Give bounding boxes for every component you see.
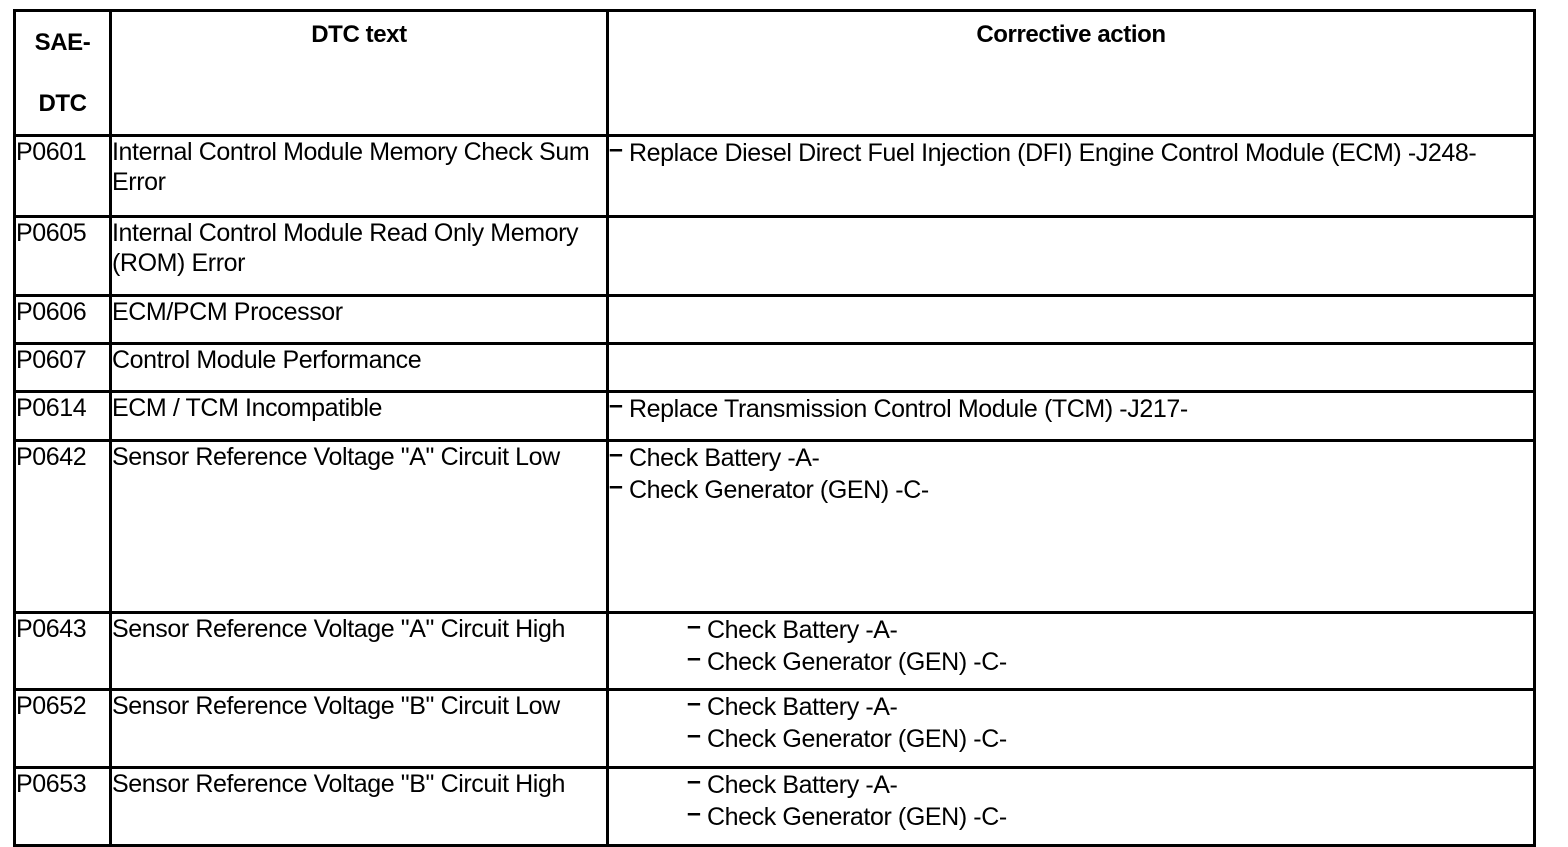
dtc-table: SAE- DTC DTC text Corrective action P0601… <box>13 9 1536 847</box>
action-item: –Check Battery -A- <box>687 614 1533 646</box>
dtc-code: P0643 <box>13 611 112 691</box>
dash-icon: – <box>687 767 701 795</box>
action-text: Check Battery -A- <box>707 771 898 799</box>
action-text: Check Generator (GEN) -C- <box>629 476 929 504</box>
dash-icon: – <box>609 391 623 419</box>
action-text: Check Battery -A- <box>707 693 898 721</box>
dtc-code: P0606 <box>13 294 112 345</box>
dtc-text: Control Module Performance <box>109 342 609 393</box>
header-sae-dtc-line2: DTC <box>38 90 87 117</box>
dtc-text: ECM/PCM Processor <box>109 294 609 345</box>
dtc-code: P0605 <box>13 215 112 297</box>
action-item: –Check Generator (GEN) -C- <box>687 723 1533 755</box>
dtc-code: P0601 <box>13 134 112 218</box>
dash-icon: – <box>687 799 701 827</box>
corrective-action: –Check Battery -A- –Check Generator (GEN… <box>606 766 1536 847</box>
header-sae-dtc-line1: SAE- <box>34 29 91 56</box>
table-row: P0653 Sensor Reference Voltage "B" Circu… <box>13 766 1536 847</box>
table-header: SAE- DTC DTC text Corrective action <box>13 9 1536 137</box>
corrective-action: –Check Battery -A- –Check Generator (GEN… <box>606 688 1536 769</box>
table-row: P0643 Sensor Reference Voltage "A" Circu… <box>13 611 1536 691</box>
dtc-code: P0652 <box>13 688 112 769</box>
action-item: –Check Generator (GEN) -C- <box>609 474 1533 506</box>
corrective-action <box>606 294 1536 345</box>
corrective-action <box>606 342 1536 393</box>
action-text: Check Generator (GEN) -C- <box>707 803 1007 831</box>
dtc-text: Internal Control Module Memory Check Sum… <box>109 134 609 218</box>
dash-icon: – <box>609 135 623 163</box>
dtc-text: Internal Control Module Read Only Memory… <box>109 215 609 297</box>
dash-icon: – <box>687 612 701 640</box>
action-text: Check Generator (GEN) -C- <box>707 725 1007 753</box>
dash-icon: – <box>609 440 623 468</box>
dash-icon: – <box>687 721 701 749</box>
action-item: –Replace Transmission Control Module (TC… <box>609 393 1533 425</box>
dash-icon: – <box>687 689 701 717</box>
dtc-text: Sensor Reference Voltage "A" Circuit Low <box>109 439 609 614</box>
corrective-action: –Check Battery -A- –Check Generator (GEN… <box>606 611 1536 691</box>
table-row: P0605 Internal Control Module Read Only … <box>13 215 1536 297</box>
action-item: –Replace Diesel Direct Fuel Injection (D… <box>609 137 1533 169</box>
header-corrective-action: Corrective action <box>606 9 1536 137</box>
corrective-action: –Replace Transmission Control Module (TC… <box>606 390 1536 442</box>
dtc-text: Sensor Reference Voltage "B" Circuit Hig… <box>109 766 609 847</box>
action-text: Replace Transmission Control Module (TCM… <box>629 395 1188 423</box>
header-row: SAE- DTC DTC text Corrective action <box>13 9 1536 137</box>
corrective-action <box>606 215 1536 297</box>
action-item: –Check Battery -A- <box>687 691 1533 723</box>
action-text: Replace Diesel Direct Fuel Injection (DF… <box>629 139 1477 167</box>
table-row: P0652 Sensor Reference Voltage "B" Circu… <box>13 688 1536 769</box>
header-dtc-text: DTC text <box>109 9 609 137</box>
table-row: P0642 Sensor Reference Voltage "A" Circu… <box>13 439 1536 614</box>
dtc-text: ECM / TCM Incompatible <box>109 390 609 442</box>
action-item: –Check Battery -A- <box>609 442 1533 474</box>
dtc-text: Sensor Reference Voltage "A" Circuit Hig… <box>109 611 609 691</box>
action-text: Check Generator (GEN) -C- <box>707 648 1007 676</box>
dash-icon: – <box>687 644 701 672</box>
corrective-action: –Replace Diesel Direct Fuel Injection (D… <box>606 134 1536 218</box>
table-body: P0601 Internal Control Module Memory Che… <box>13 134 1536 847</box>
table-row: P0606 ECM/PCM Processor <box>13 294 1536 345</box>
dtc-code: P0642 <box>13 439 112 614</box>
dtc-code: P0653 <box>13 766 112 847</box>
action-item: –Check Generator (GEN) -C- <box>687 646 1533 678</box>
dash-icon: – <box>609 472 623 500</box>
action-item: –Check Generator (GEN) -C- <box>687 801 1533 833</box>
corrective-action: –Check Battery -A- –Check Generator (GEN… <box>606 439 1536 614</box>
dtc-code: P0607 <box>13 342 112 393</box>
header-sae-dtc: SAE- DTC <box>13 9 112 137</box>
action-text: Check Battery -A- <box>629 444 820 472</box>
action-text: Check Battery -A- <box>707 616 898 644</box>
dtc-code: P0614 <box>13 390 112 442</box>
dtc-text: Sensor Reference Voltage "B" Circuit Low <box>109 688 609 769</box>
table-row: P0614 ECM / TCM Incompatible –Replace Tr… <box>13 390 1536 442</box>
action-item: –Check Battery -A- <box>687 769 1533 801</box>
table-row: P0601 Internal Control Module Memory Che… <box>13 134 1536 218</box>
table-row: P0607 Control Module Performance <box>13 342 1536 393</box>
